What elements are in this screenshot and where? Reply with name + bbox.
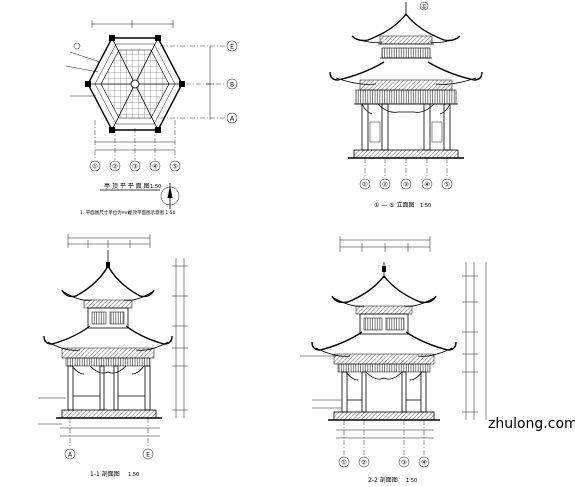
plan-scale: 1:50 xyxy=(150,184,161,190)
north-arrow-icon xyxy=(160,183,180,209)
plan-axis-label-bottom: ① xyxy=(92,163,98,171)
plan-axis-label-bottom: ④ xyxy=(152,163,158,171)
elevation-caption: ① — ⑤ 立面图 xyxy=(374,201,414,209)
plan-axis-label-bottom: ② xyxy=(112,163,118,171)
section1-axis-label: A xyxy=(68,452,73,459)
section2-axis-label: ④ xyxy=(421,459,427,467)
elevation-axis-label: ④ xyxy=(424,181,430,189)
section1-scale: 1:50 xyxy=(128,472,139,478)
section2-scale: 1:50 xyxy=(406,478,417,484)
watermark: zhulong.com xyxy=(488,416,575,432)
section1-axis-label: E xyxy=(146,452,150,459)
plan-axis-label-right: B xyxy=(230,82,234,89)
plan-axis-label-right: A xyxy=(230,116,235,123)
plan-note: 屋顶平面图示意图 1:50 xyxy=(128,209,176,216)
elevation-axis-label: ⑤ xyxy=(444,181,450,189)
section-2-2: ① ② ③ ④ 2-2 剖面图 1:50 xyxy=(300,236,487,484)
front-elevation: ① xyxy=(329,1,483,209)
elevation-scale: 1:50 xyxy=(420,203,431,209)
section2-caption: 2-2 剖面图 xyxy=(368,476,398,484)
plan-axis-label-bottom: ③ xyxy=(132,163,138,171)
section2-axis-label: ③ xyxy=(401,459,407,467)
plan-axis-label-right: E xyxy=(230,44,234,51)
elevation-top-marker: ① xyxy=(421,4,426,11)
elevation-axis-label: ② xyxy=(382,181,388,189)
plan-axis-label-bottom: ⑤ xyxy=(172,163,178,171)
roof-plan: E B A ① ② ③ ④ ⑤ 亭 顶 平 平 面 图 1:50 1. 平面图尺… xyxy=(65,20,238,216)
section-1-1: A E 1-1 剖面图 1:50 xyxy=(38,234,188,478)
section1-caption: 1-1 剖面图 xyxy=(90,470,120,478)
elevation-axis-label: ① xyxy=(362,181,368,189)
plan-title: 亭 顶 平 平 面 图 xyxy=(104,182,150,190)
elevation-axis-label: ③ xyxy=(403,181,409,189)
section2-axis-label: ① xyxy=(341,459,347,467)
section2-axis-label: ② xyxy=(361,459,367,467)
plan-note: 1. 平面图尺寸单位为mm xyxy=(80,209,131,216)
